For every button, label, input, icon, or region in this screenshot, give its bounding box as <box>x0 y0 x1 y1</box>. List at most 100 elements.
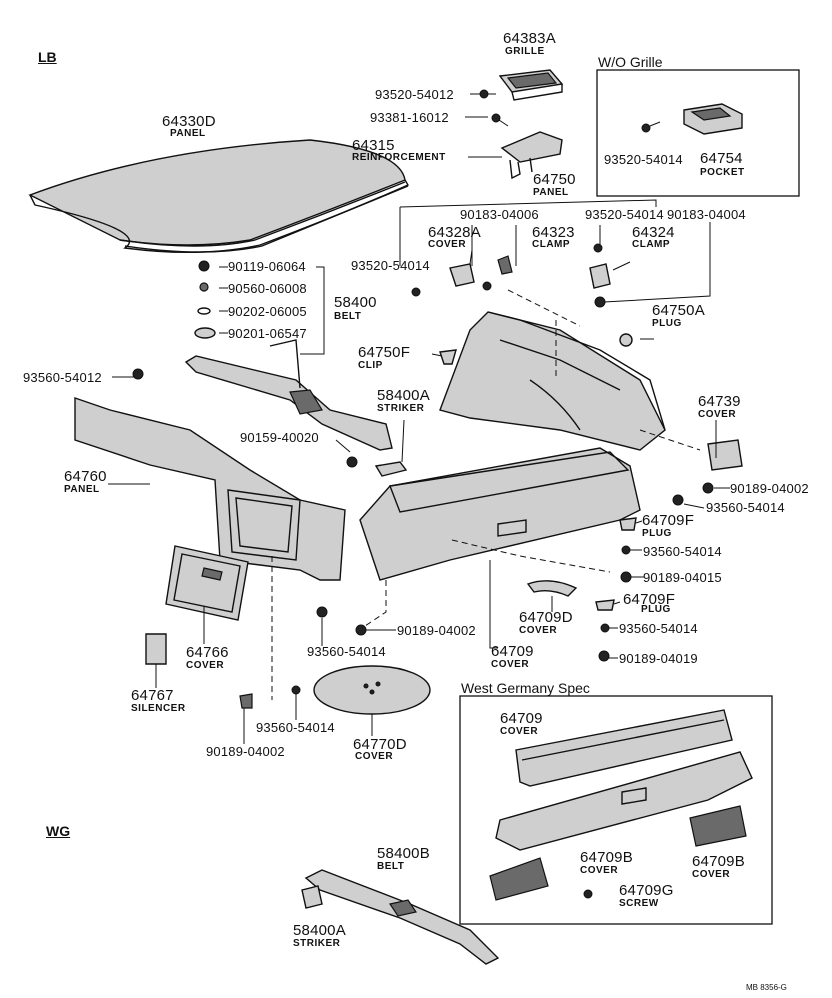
bolt-stack <box>194 260 216 339</box>
part-number-90201-06547: 90201-06547 <box>228 326 307 341</box>
part-number-64766: 64766 <box>186 644 229 661</box>
west-germany-spec-label: West Germany Spec <box>461 680 590 696</box>
cover-64766-part <box>165 545 249 621</box>
part-number-90159-40020: 90159-40020 <box>240 430 319 445</box>
part-name-64754: POCKET <box>700 167 745 178</box>
part-number-90560-06008: 90560-06008 <box>228 281 307 296</box>
part-name-64767: SILENCER <box>131 703 186 714</box>
part-number-90189-04002-m: 90189-04002 <box>397 623 476 638</box>
clamp-64323-part <box>497 255 513 275</box>
west-germany-box <box>459 695 773 925</box>
lower-back-panel <box>359 447 641 581</box>
part-number-64760: 64760 <box>64 468 107 485</box>
floor-cover-64770d-part <box>313 665 431 715</box>
part-number-64330d: 64330D <box>162 113 216 130</box>
part-number-90202-06005: 90202-06005 <box>228 304 307 319</box>
part-number-64750: 64750 <box>533 171 576 188</box>
wg-panel-upper <box>515 709 733 787</box>
part-number-93520-54014-b: 93520-54014 <box>585 207 664 222</box>
part-number-64315: 64315 <box>352 137 395 154</box>
wg-cover-64709b-a <box>489 857 549 901</box>
package-tray-panel <box>28 139 410 254</box>
part-number-93560-54014-r: 93560-54014 <box>706 500 785 515</box>
part-number-64750a: 64750A <box>652 302 705 319</box>
screw-93381-16012 <box>491 113 509 127</box>
part-name-64739: COVER <box>698 409 737 420</box>
part-name-64328a: COVER <box>428 239 467 250</box>
wg-cover-64709b-b <box>689 805 747 847</box>
grille-part <box>498 69 564 101</box>
section-lb-label: LB <box>38 49 57 65</box>
footer-code: MB 8356-G <box>746 983 787 992</box>
side-panel-64760 <box>74 397 346 581</box>
fasteners-right <box>595 482 714 662</box>
part-number-93560-54012: 93560-54012 <box>23 370 102 385</box>
part-number-64324: 64324 <box>632 224 675 241</box>
reinforcement-part <box>500 131 563 180</box>
part-name-64709f-b: PLUG <box>641 604 671 615</box>
wg-belt-58400b-part <box>304 869 500 965</box>
part-number-64754: 64754 <box>700 150 743 167</box>
screw-93520-54014-b <box>593 243 603 253</box>
part-number-64709-wg: 64709 <box>500 710 543 727</box>
part-name-58400a-wg: STRIKER <box>293 938 341 949</box>
bolt-90183-04006 <box>482 281 492 291</box>
part-name-64750: PANEL <box>533 187 569 198</box>
cover-64328a-part <box>449 263 475 287</box>
part-name-58400b: BELT <box>377 861 405 872</box>
part-name-64709b-b: COVER <box>692 869 731 880</box>
part-number-90119-06064: 90119-06064 <box>228 259 306 274</box>
part-number-93520-54014-c: 93520-54014 <box>351 258 430 273</box>
plug-64750a <box>619 333 633 347</box>
part-number-64709g: 64709G <box>619 882 674 899</box>
part-name-64750a: PLUG <box>652 318 682 329</box>
part-name-64766: COVER <box>186 660 225 671</box>
part-name-64709: COVER <box>491 659 530 670</box>
section-wg-label: WG <box>46 823 71 839</box>
part-name-64315: REINFORCEMENT <box>352 152 446 163</box>
silencer-part <box>145 633 167 665</box>
wg-striker-part <box>301 885 323 909</box>
part-number-90183-04006: 90183-04006 <box>460 207 539 222</box>
part-number-64709b-a: 64709B <box>580 849 633 866</box>
upper-trim-panel <box>439 311 666 451</box>
part-name-64330d: PANEL <box>170 128 206 139</box>
part-name-64760: PANEL <box>64 484 100 495</box>
part-number-90189-04002-r: 90189-04002 <box>730 481 809 496</box>
part-number-64709d: 64709D <box>519 609 573 626</box>
part-number-93560-54014-s: 93560-54014 <box>256 720 335 735</box>
part-number-93560-54014-m: 93560-54014 <box>643 544 722 559</box>
part-name-64709g: SCREW <box>619 898 659 909</box>
part-number-64383a: 64383A <box>503 30 556 47</box>
part-number-64709b-b: 64709B <box>692 853 745 870</box>
leader-lines <box>108 93 730 744</box>
striker-58400a-part <box>374 461 408 477</box>
belt-58400-part <box>184 339 393 451</box>
part-name-58400: BELT <box>334 311 362 322</box>
pocket-part <box>683 103 743 135</box>
part-name-64323: CLAMP <box>532 239 571 250</box>
part-number-93560-54014-l: 93560-54014 <box>619 621 698 636</box>
part-number-64328a: 64328A <box>428 224 481 241</box>
part-number-64323: 64323 <box>532 224 575 241</box>
part-name-64709f-a: PLUG <box>642 528 672 539</box>
fasteners-lower-left <box>239 456 367 709</box>
part-number-90189-04015: 90189-04015 <box>643 570 722 585</box>
screw-wo-grille <box>641 121 661 133</box>
guide-lines <box>271 289 701 700</box>
part-number-64709f-a: 64709F <box>642 512 695 529</box>
part-number-93381-16012: 93381-16012 <box>370 110 449 125</box>
part-number-64739: 64739 <box>698 393 741 410</box>
part-number-90189-04002-s: 90189-04002 <box>206 744 285 759</box>
part-number-58400b: 58400B <box>377 845 430 862</box>
part-number-93560-54014-n: 93560-54014 <box>307 644 386 659</box>
wo-grille-box <box>596 69 800 197</box>
part-number-90183-04004: 90183-04004 <box>667 207 746 222</box>
part-name-64770d: COVER <box>355 751 394 762</box>
part-number-64709: 64709 <box>491 643 534 660</box>
wg-screw-64709g <box>583 889 593 899</box>
part-number-90189-04019: 90189-04019 <box>619 651 698 666</box>
cover-64739-part <box>707 439 743 471</box>
clip-64750f <box>439 349 457 365</box>
